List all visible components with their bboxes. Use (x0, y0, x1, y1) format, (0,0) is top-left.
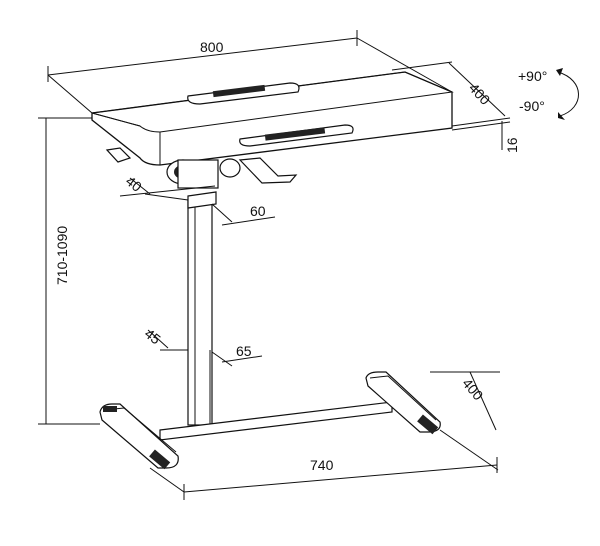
dim-40-label: 40 (123, 173, 145, 195)
column-outer (187, 199, 213, 426)
desktop (91, 71, 454, 166)
dim-400-top-label: 400 (466, 80, 494, 108)
dim-16-group: 16 (451, 121, 520, 153)
dim-65-label: 65 (236, 343, 252, 359)
dim-60-group: 60 (211, 203, 276, 226)
tilt-arrow-icon (557, 71, 579, 117)
tilt-mechanism (105, 147, 298, 197)
handle-top-grip (212, 84, 266, 98)
base-foot-left (99, 403, 179, 469)
dim-45-label: 45 (142, 325, 164, 347)
dim-400-base-group: 400 (430, 371, 500, 471)
base (99, 371, 441, 470)
dim-height-label: 710-1090 (54, 226, 70, 285)
dim-65-group: 65 (211, 343, 263, 367)
dim-800-line (47, 37, 358, 76)
dim-800-group: 800 (47, 30, 453, 114)
arrow-head-icon (556, 68, 563, 76)
handle-top (187, 82, 300, 105)
dim-740-group: 740 (149, 457, 498, 500)
dim-16-label: 16 (504, 137, 520, 153)
tilt-positive-label: +90° (518, 68, 547, 84)
column (187, 191, 217, 426)
dim-45-group: 45 (142, 325, 188, 351)
base-crossbar (159, 401, 393, 441)
dim-60-label: 60 (250, 203, 266, 219)
tilt-negative-label: -90° (519, 98, 545, 114)
dim-800-label: 800 (200, 39, 224, 55)
handle-bottom-grip (264, 127, 326, 141)
arrow-head-icon (558, 112, 565, 120)
dim-740-label: 740 (310, 457, 334, 473)
dim-height-group: 710-1090 (38, 117, 100, 425)
tilt-indicator: +90° -90° (518, 68, 579, 120)
